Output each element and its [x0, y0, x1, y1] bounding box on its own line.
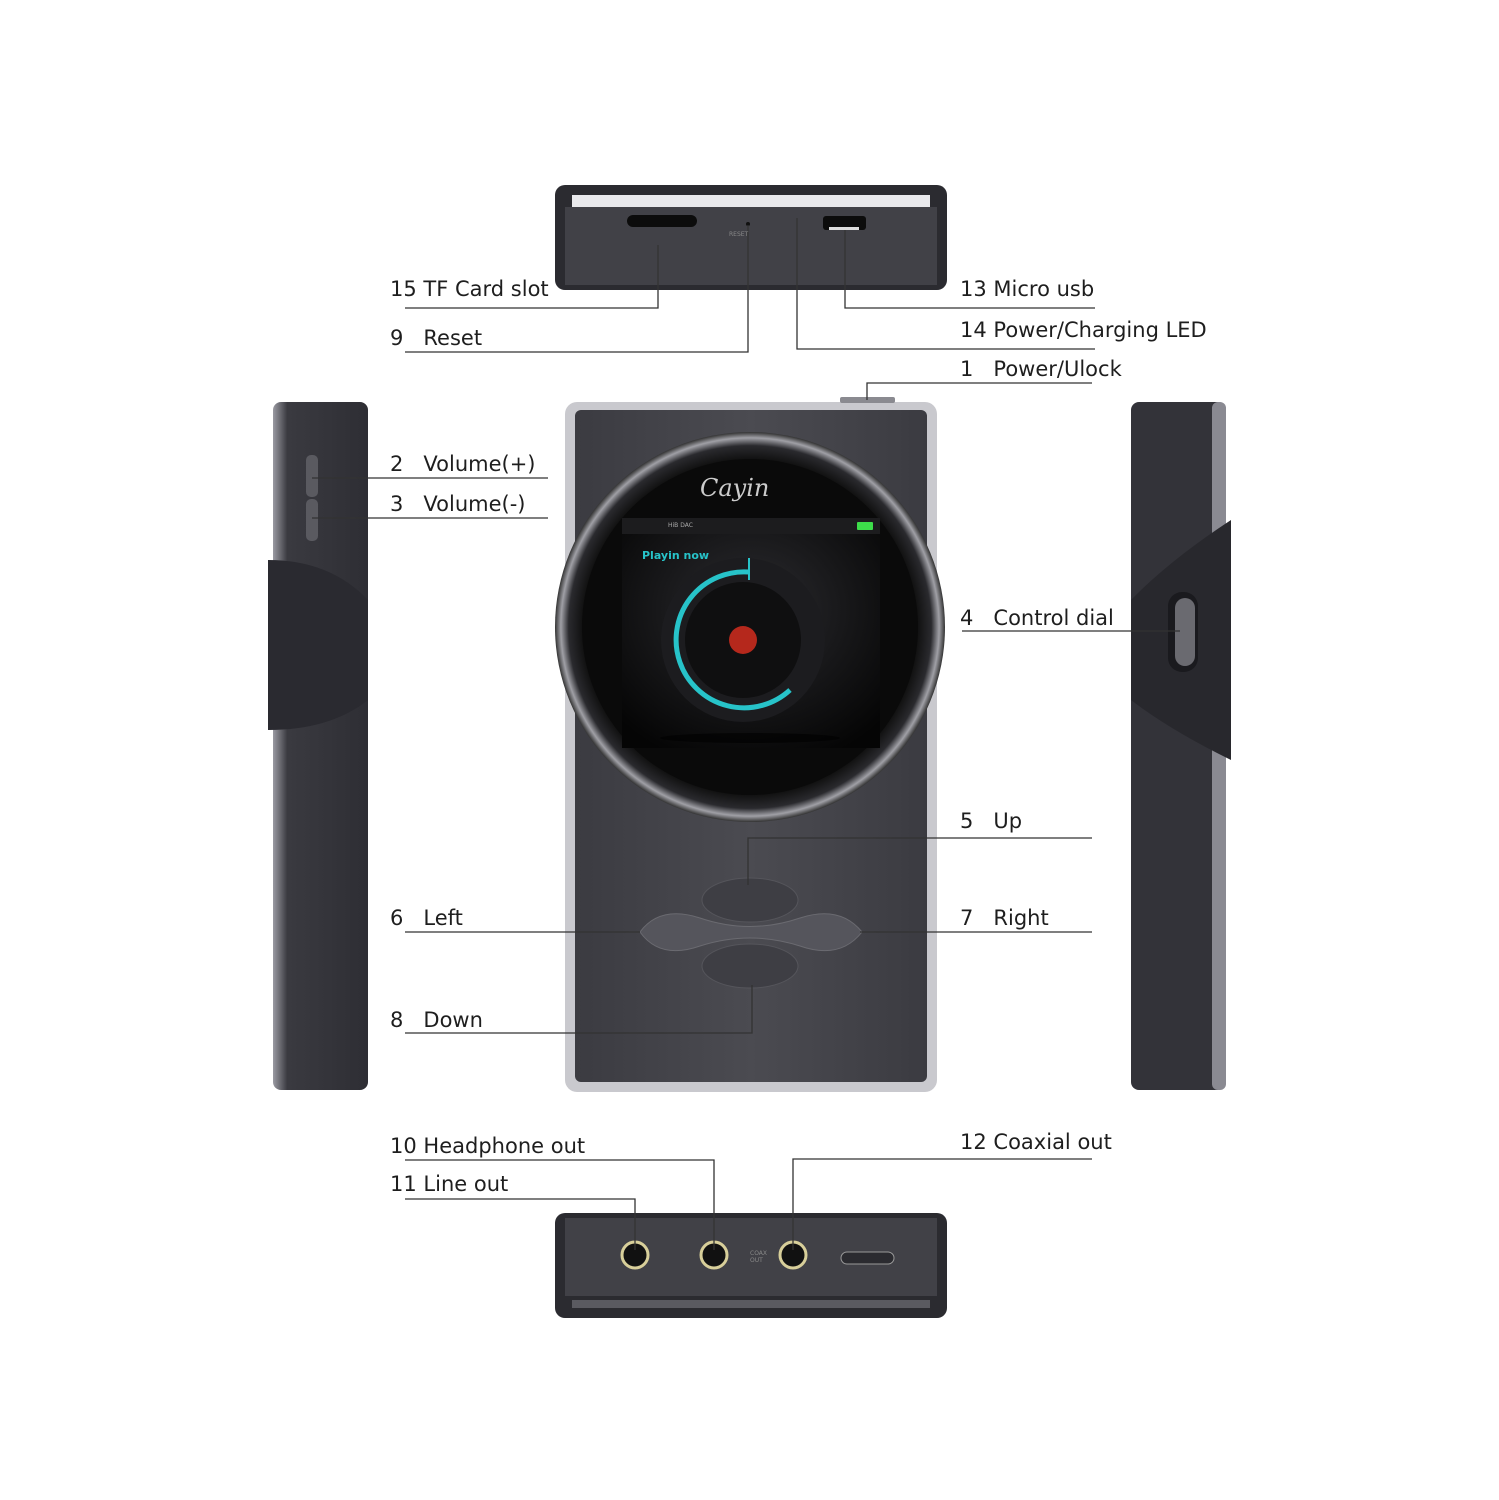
volume-down-button — [306, 499, 318, 541]
top-view — [555, 185, 947, 290]
callout-down: 8 Down — [390, 1008, 483, 1032]
front-view — [555, 397, 945, 1092]
callout-line-out: 11 Line out — [390, 1172, 509, 1196]
callout-control-dial: 4 Control dial — [960, 606, 1114, 630]
leader-lines — [312, 218, 1180, 1250]
callout-volume-down: 3 Volume(-) — [390, 492, 526, 516]
bottom-slot — [840, 1251, 895, 1265]
callout-up: 5 Up — [960, 809, 1023, 833]
bottom-view — [555, 1213, 947, 1318]
right-side-view — [1131, 402, 1231, 1090]
callout-power-charging-led: 14 Power/Charging LED — [960, 318, 1207, 342]
callout-power-unlock: 1 Power/Ulock — [960, 357, 1122, 381]
callout-tf-card-slot: 15 TF Card slot — [390, 277, 549, 301]
left-side-view — [268, 402, 368, 1090]
reset-port-label: RESET — [729, 231, 749, 238]
callout-reset: 9 Reset — [390, 326, 483, 350]
callout-left: 6 Left — [390, 906, 463, 930]
callout-headphone-out: 10 Headphone out — [390, 1134, 586, 1158]
brand-logo: Cayin — [700, 474, 770, 502]
screen-title: Playin now — [642, 549, 710, 562]
callout-coaxial-out: 12 Coaxial out — [960, 1130, 1112, 1154]
coax-port-label: COAX OUT — [750, 1250, 768, 1264]
callout-volume-up: 2 Volume(+) — [390, 452, 536, 476]
battery-icon — [857, 522, 873, 530]
callout-micro-usb: 13 Micro usb — [960, 277, 1095, 301]
volume-up-button — [306, 455, 318, 497]
micro-usb-port — [823, 216, 866, 230]
status-text: HiB DAC — [668, 522, 693, 529]
control-dial — [1175, 598, 1195, 666]
tf-card-slot — [627, 215, 697, 227]
reset-hole — [746, 222, 750, 226]
callout-right: 7 Right — [960, 906, 1049, 930]
